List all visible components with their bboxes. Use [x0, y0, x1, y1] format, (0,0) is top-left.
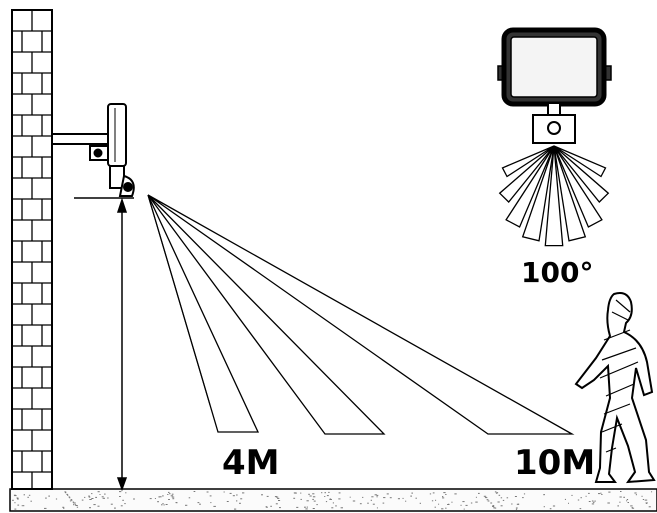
walking-person-icon	[574, 292, 656, 484]
brick-wall-icon	[11, 9, 53, 490]
floodlight-beam	[521, 145, 555, 242]
pir-sensor-icon	[74, 103, 135, 199]
floodlight-beam	[505, 145, 555, 228]
far-distance-label: 10M	[514, 443, 595, 483]
floodlight-fan-beams	[498, 145, 610, 247]
floodlight-beam	[553, 145, 607, 178]
floodlight-beam	[498, 145, 555, 203]
detection-beams	[147, 194, 575, 435]
beam-near	[147, 194, 260, 433]
floodlight-beam	[544, 145, 564, 247]
angle-label: 100°	[521, 256, 593, 289]
floodlight-beam	[553, 145, 603, 228]
near-distance-label: 4M	[222, 443, 280, 483]
floodlight-beam	[501, 145, 555, 178]
floodlight-beam	[553, 145, 587, 242]
height-dimension-line	[116, 197, 128, 492]
beam-far	[147, 194, 575, 435]
floodlight-beam	[553, 145, 610, 203]
beam-middle	[147, 194, 386, 435]
mount-bracket	[51, 133, 113, 161]
floodlight-icon	[497, 27, 612, 144]
ground	[9, 488, 657, 512]
